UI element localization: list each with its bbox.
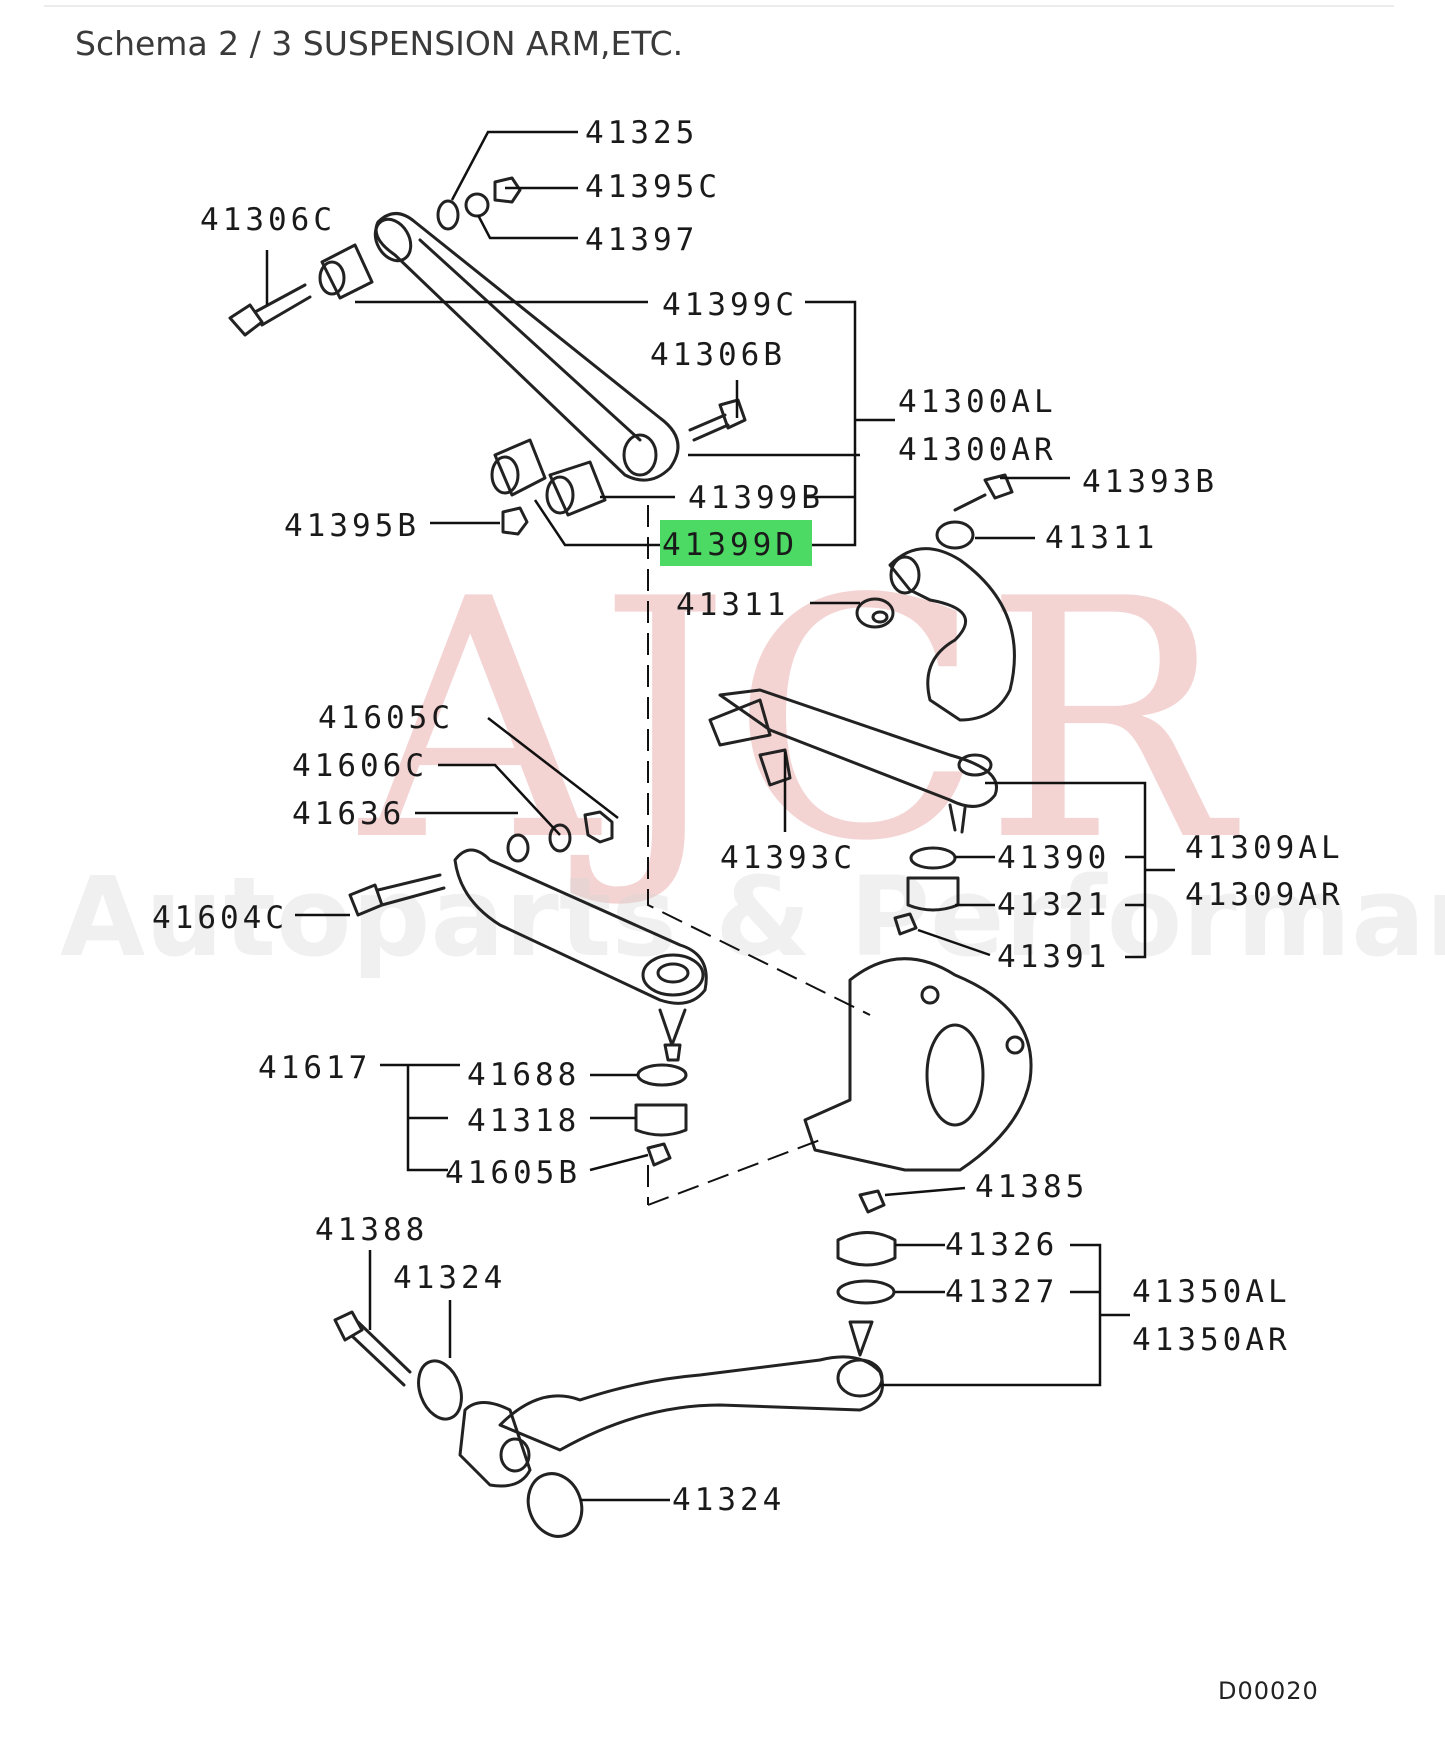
label-41300AL[interactable]: 41300AL [898, 384, 1057, 420]
lower-front-arm-illustration [348, 810, 708, 1167]
label-41385[interactable]: 41385 [975, 1169, 1088, 1205]
label-41605B[interactable]: 41605B [445, 1155, 581, 1191]
label-41617[interactable]: 41617 [258, 1050, 371, 1086]
label-41318[interactable]: 41318 [467, 1103, 580, 1139]
label-41395C[interactable]: 41395C [585, 169, 721, 205]
label-41306C[interactable]: 41306C [200, 202, 336, 238]
leader-lines [265, 130, 1175, 1502]
label-41399C[interactable]: 41399C [662, 287, 798, 323]
page-title: Schema 2 / 3 SUSPENSION ARM,ETC. [75, 24, 684, 63]
label-41300AR[interactable]: 41300AR [898, 432, 1057, 468]
label-41325[interactable]: 41325 [585, 115, 698, 151]
label-41309AL[interactable]: 41309AL [1185, 830, 1344, 866]
label-41688[interactable]: 41688 [467, 1057, 580, 1093]
label-41391[interactable]: 41391 [997, 939, 1110, 975]
lower-rear-arm-illustration [333, 1189, 897, 1538]
diagram-code: D00020 [1218, 1677, 1319, 1705]
label-41604C[interactable]: 41604C [152, 900, 288, 936]
label-41605C[interactable]: 41605C [318, 700, 454, 736]
label-41321[interactable]: 41321 [997, 887, 1110, 923]
highlight-41399D [660, 520, 812, 566]
label-41306B[interactable]: 41306B [650, 337, 786, 373]
label-41324-top[interactable]: 41324 [393, 1260, 506, 1296]
label-41327[interactable]: 41327 [945, 1274, 1058, 1310]
watermark: AJCR Autoparts & Performance [60, 529, 1445, 981]
label-41350AR[interactable]: 41350AR [1132, 1322, 1291, 1358]
watermark-brand: AJCR [355, 529, 1241, 913]
label-41606C[interactable]: 41606C [292, 748, 428, 784]
watermark-tagline: Autoparts & Performance [60, 853, 1445, 981]
label-41393C[interactable]: 41393C [720, 840, 856, 876]
label-41397[interactable]: 41397 [585, 222, 698, 258]
upper-arm-illustration [228, 176, 747, 536]
alignment-lines [647, 505, 871, 1206]
label-41324-bottom[interactable]: 41324 [672, 1482, 785, 1518]
label-41388[interactable]: 41388 [315, 1212, 428, 1248]
top-divider [44, 5, 1394, 7]
knuckle-upper-illustration [708, 473, 1033, 1172]
label-41309AR[interactable]: 41309AR [1185, 877, 1344, 913]
label-41311-right[interactable]: 41311 [1045, 520, 1158, 556]
label-41636[interactable]: 41636 [292, 796, 405, 832]
label-41350AL[interactable]: 41350AL [1132, 1274, 1291, 1310]
label-41395B[interactable]: 41395B [284, 508, 420, 544]
label-41326[interactable]: 41326 [945, 1227, 1058, 1263]
label-41399B[interactable]: 41399B [688, 480, 824, 516]
label-41399D[interactable]: 41399D [662, 527, 798, 563]
label-41311-left[interactable]: 41311 [676, 587, 789, 623]
label-41393B[interactable]: 41393B [1082, 464, 1218, 500]
label-41390[interactable]: 41390 [997, 840, 1110, 876]
part-labels: 41325 41395C 41397 41306C 41399C 41306B … [152, 115, 1344, 1518]
